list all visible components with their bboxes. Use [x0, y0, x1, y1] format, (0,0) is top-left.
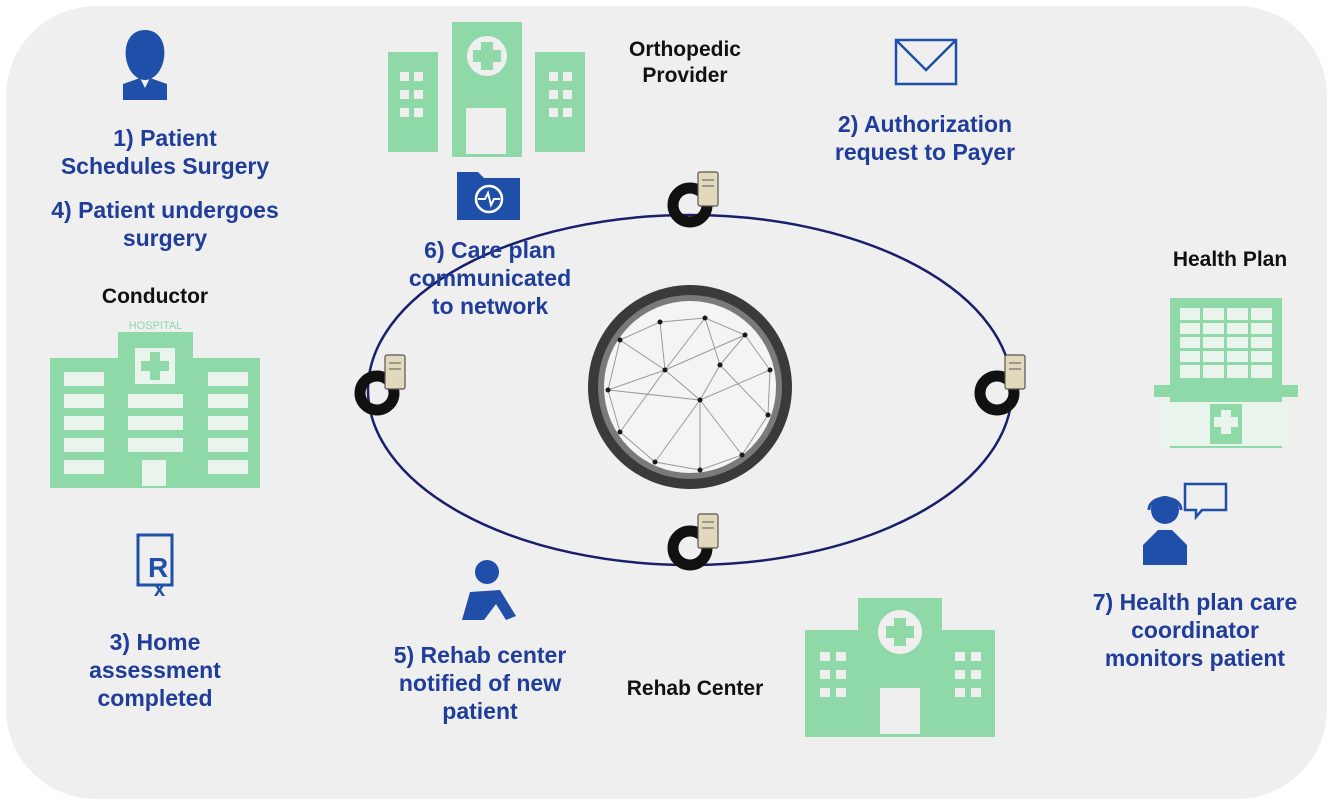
health-plan-building-icon	[1154, 298, 1298, 448]
envelope-icon	[894, 38, 958, 86]
care-coordinator-headset-icon	[1143, 482, 1228, 565]
server-node-icon	[354, 354, 406, 416]
hospital-sign: HOSPITAL	[128, 320, 183, 332]
server-node-icon	[667, 513, 719, 571]
prescription-icon: ₓ R	[136, 533, 174, 601]
server-node-icon	[974, 354, 1026, 416]
network-globe-icon	[588, 285, 792, 489]
conductor-label: Conductor	[101, 285, 209, 308]
rehab-hospital-icon	[805, 598, 995, 737]
medical-folder-icon	[457, 172, 520, 220]
rehab-center-label: Rehab Center	[626, 677, 764, 700]
svg-text:R: R	[148, 552, 168, 583]
svg-text:ₓ: ₓ	[153, 568, 166, 601]
server-node-icon	[667, 171, 719, 228]
conductor-hospital-icon	[50, 332, 260, 488]
orthopedic-hospital-icon	[388, 22, 585, 157]
health-plan-label: Health Plan	[1172, 248, 1288, 271]
patient-user-icon	[123, 30, 167, 100]
injured-patient-icon	[462, 560, 516, 620]
